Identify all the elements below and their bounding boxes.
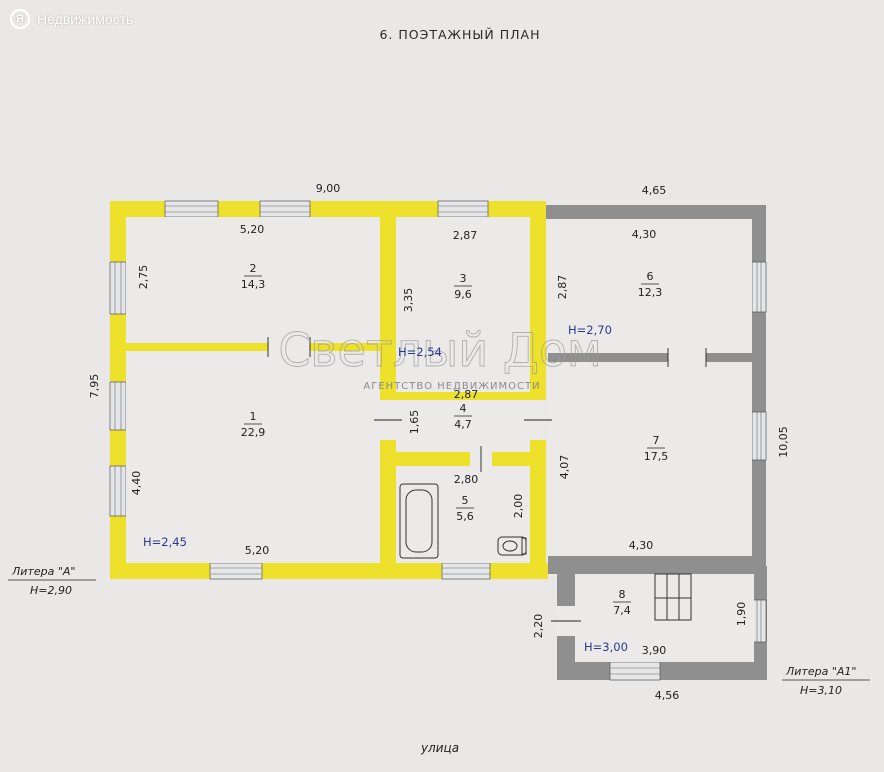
dim-r2-width: 5,20 <box>240 223 265 236</box>
dim-r5-height: 2,00 <box>512 494 525 519</box>
room-label-3: 39,6 <box>454 272 472 301</box>
dim-r5-width: 2,80 <box>454 473 479 486</box>
height-room-6: H=2,70 <box>568 323 612 337</box>
doors <box>267 337 707 636</box>
height-room-8: H=3,00 <box>584 640 628 654</box>
dim-top-annex: 4,65 <box>642 184 667 197</box>
room-label-4: 44,7 <box>454 402 472 431</box>
dim-r1-width: 5,20 <box>245 544 270 557</box>
dim-r8-width: 3,90 <box>642 644 667 657</box>
dim-r7-height: 4,07 <box>558 455 571 480</box>
dim-right-total: 10,05 <box>777 426 790 458</box>
room-area: 5,6 <box>456 510 474 523</box>
dimension-labels: 9,00 4,65 5,20 2,87 4,30 2,87 2,80 5,20 … <box>88 182 790 702</box>
room-height-labels: H=2,45 H=2,54 H=2,70 H=3,00 <box>143 323 628 654</box>
yandex-logo-icon: Я <box>10 9 30 29</box>
dim-r6-height: 2,87 <box>556 275 569 300</box>
room-number: 3 <box>460 272 467 285</box>
room-area: 14,3 <box>241 278 266 291</box>
dim-r3-width: 2,87 <box>453 229 478 242</box>
watermark-subtitle: АГЕНТСТВО НЕДВИЖИМОСТИ <box>363 381 540 392</box>
badge-label: Недвижимость <box>37 11 134 27</box>
room-number: 2 <box>250 262 257 275</box>
room-label-6: 612,3 <box>638 270 663 299</box>
room-area: 12,3 <box>638 286 663 299</box>
dim-top-main: 9,00 <box>316 182 341 195</box>
litera-a1: Литера "А1" H=3,10 <box>782 665 870 697</box>
litera-a1-label: Литера "А1" <box>785 665 856 678</box>
watermark-name: Светлый Дом <box>278 323 601 377</box>
dim-r7-width: 4,30 <box>629 539 654 552</box>
dim-r2-height: 2,75 <box>137 265 150 290</box>
yandex-realty-badge[interactable]: Я Недвижимость <box>10 7 133 31</box>
room-area: 17,5 <box>644 450 669 463</box>
staircase-icon <box>654 573 692 621</box>
dim-bottom-annex: 4,56 <box>655 689 680 702</box>
room-number: 6 <box>647 270 654 283</box>
room-label-7: 717,5 <box>644 434 669 463</box>
room-number: 1 <box>250 410 257 423</box>
litera-a: Литера "А" H=2,90 <box>8 565 96 597</box>
dim-r4-height: 1,65 <box>408 410 421 435</box>
plan-title: 6. ПОЭТАЖНЫЙ ПЛАН <box>379 27 540 42</box>
dim-left-total: 7,95 <box>88 374 101 399</box>
room-label-1: 122,9 <box>241 410 266 439</box>
litera-a-label: Литера "А" <box>11 565 75 578</box>
dim-r1-height: 4,40 <box>130 471 143 496</box>
bathtub-icon <box>399 483 439 559</box>
dim-r8-height: 2,20 <box>532 614 545 639</box>
room-area: 4,7 <box>454 418 472 431</box>
toilet-icon <box>497 536 527 556</box>
room-number: 7 <box>653 434 660 447</box>
room-label-5: 55,6 <box>456 494 474 523</box>
room-area: 9,6 <box>454 288 472 301</box>
street-label: улица <box>420 741 459 755</box>
dim-r6-width: 4,30 <box>632 228 657 241</box>
height-room-1: H=2,45 <box>143 535 187 549</box>
room-label-2: 214,3 <box>241 262 266 291</box>
window-lines <box>114 205 762 675</box>
room-label-8: 87,4 <box>613 588 631 617</box>
room-area: 22,9 <box>241 426 266 439</box>
dim-r3-height: 3,35 <box>402 288 415 313</box>
litera-a1-height: H=3,10 <box>800 684 842 697</box>
dim-r4-width: 2,87 <box>454 388 479 401</box>
dim-r8-stair: 1,90 <box>735 602 748 627</box>
room-number: 8 <box>619 588 626 601</box>
room-number: 5 <box>462 494 469 507</box>
litera-a-height: H=2,90 <box>30 584 72 597</box>
windows <box>109 200 767 681</box>
room-area: 7,4 <box>613 604 631 617</box>
room-floors <box>126 217 754 662</box>
height-room-3: H=2,54 <box>398 345 442 359</box>
room-number: 4 <box>460 402 467 415</box>
